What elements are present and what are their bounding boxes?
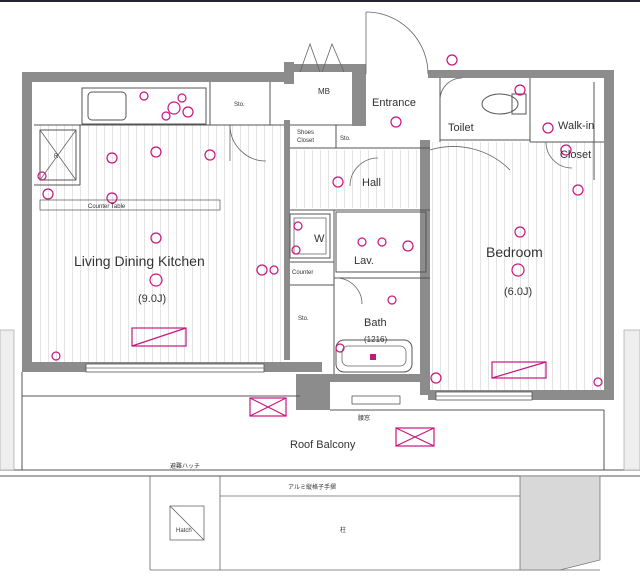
railing-label: アルミ縦格子手摺 [288, 483, 336, 491]
sto-label: Sto. [234, 102, 245, 108]
interior-lines [34, 78, 604, 374]
toilet-label: Toilet [448, 122, 474, 134]
pole-label: 柱 [340, 526, 346, 534]
bedroom-label: Bedroom [486, 244, 543, 260]
counter-label: Counter [292, 270, 313, 276]
bedroom-floor [432, 142, 604, 392]
ldk-label: Living Dining Kitchen [74, 253, 205, 269]
bath-fixtures [289, 93, 527, 373]
sto-small-label: Sto. [340, 136, 351, 142]
hall-floor [290, 150, 428, 208]
entrance-floor [367, 80, 427, 140]
shoes-label-2: Closet [297, 138, 314, 144]
bedroom-size-label: (6.0J) [504, 286, 532, 298]
ldk-floor [34, 125, 284, 365]
shoes-label-1: Shoes [297, 130, 314, 136]
w-label: W [314, 233, 325, 245]
sto-vertical-label: Sto. [298, 316, 309, 322]
hatch-label: Hatch [176, 528, 192, 534]
entrance-label: Entrance [372, 97, 416, 109]
bath-size-label: (1216) [364, 335, 387, 344]
refrigerator-label: R [54, 154, 59, 160]
electrical-symbols [37, 54, 603, 447]
hall-label: Hall [362, 177, 381, 189]
evac-hatch-label: 避難ハッチ [170, 462, 200, 470]
sill-label: 腰窓 [358, 414, 370, 422]
walkin-label-1: Walk-in [558, 120, 594, 132]
kitchen-fixtures [39, 87, 221, 211]
door-swings [229, 11, 573, 305]
balcony [0, 329, 640, 571]
top-frame-line [0, 0, 640, 2]
lav-label: Lav. [354, 255, 374, 267]
bath-label: Bath [364, 317, 387, 329]
counter-table-label: Counter Table [88, 204, 126, 210]
ldk-size-label: (9.0J) [138, 293, 166, 305]
walkin-label-2: Closet [560, 149, 591, 161]
windows [85, 363, 533, 405]
mb-label: MB [318, 87, 330, 96]
balcony-label: Roof Balcony [290, 439, 356, 451]
